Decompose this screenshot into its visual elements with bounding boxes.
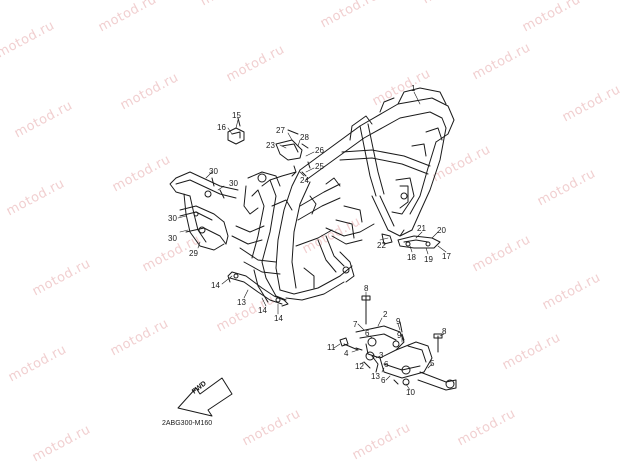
callout-label: 2 bbox=[383, 310, 388, 319]
diagram-code: 2ABG300-M160 bbox=[162, 420, 213, 427]
callout-label: 18 bbox=[407, 253, 416, 262]
callout-label: 14 bbox=[258, 306, 267, 315]
callout-label: 9 bbox=[396, 317, 401, 326]
callout-label: 16 bbox=[217, 123, 226, 132]
callout-label: 22 bbox=[377, 241, 386, 250]
callout-label: 15 bbox=[232, 111, 241, 120]
callout-label: 30 bbox=[168, 234, 177, 243]
front-bracket-assembly bbox=[169, 171, 239, 251]
callout-label: 24 bbox=[300, 176, 309, 185]
callout-label: 26 bbox=[315, 146, 324, 155]
callout-label: 30 bbox=[229, 179, 238, 188]
callout-label: 4 bbox=[344, 349, 349, 358]
callout-label: 11 bbox=[327, 343, 336, 352]
callout-label: 13 bbox=[237, 298, 246, 307]
callout-label: 8 bbox=[364, 284, 369, 293]
engine-mount-assembly bbox=[339, 295, 457, 391]
callout-label: 6 bbox=[381, 376, 386, 385]
side-stand-bracket bbox=[381, 229, 441, 249]
callout-label: 28 bbox=[300, 133, 309, 142]
callout-label: 17 bbox=[442, 252, 451, 261]
callout-label: 5 bbox=[430, 359, 435, 368]
leader-lines bbox=[177, 91, 447, 391]
callout-label: 7 bbox=[353, 320, 358, 329]
callout-label: 14 bbox=[211, 281, 220, 290]
callout-label: 1 bbox=[411, 84, 416, 93]
callout-label: 25 bbox=[315, 162, 324, 171]
callout-label: 3 bbox=[379, 351, 384, 360]
callout-label: 8 bbox=[442, 327, 447, 336]
callout-label: 30 bbox=[209, 167, 218, 176]
callout-label: 6 bbox=[384, 360, 389, 369]
callout-label: 27 bbox=[276, 126, 285, 135]
callout-label: 14 bbox=[274, 314, 283, 323]
callout-label: 20 bbox=[437, 226, 446, 235]
callout-label: 29 bbox=[189, 249, 198, 258]
frame-front-section bbox=[231, 169, 355, 303]
callout-label: 12 bbox=[355, 362, 364, 371]
callout-label: 9 bbox=[397, 331, 402, 340]
callout-label: 6 bbox=[365, 329, 370, 338]
frame-rear-section bbox=[299, 87, 455, 245]
callout-label: 23 bbox=[266, 141, 275, 150]
callout-label: 10 bbox=[406, 388, 415, 397]
callout-label: 30 bbox=[168, 214, 177, 223]
fwd-arrow-icon bbox=[177, 377, 233, 417]
lower-stay-bracket bbox=[227, 271, 289, 307]
callout-label: 13 bbox=[371, 372, 380, 381]
callout-label: 21 bbox=[417, 224, 426, 233]
callout-label: 19 bbox=[424, 255, 433, 264]
